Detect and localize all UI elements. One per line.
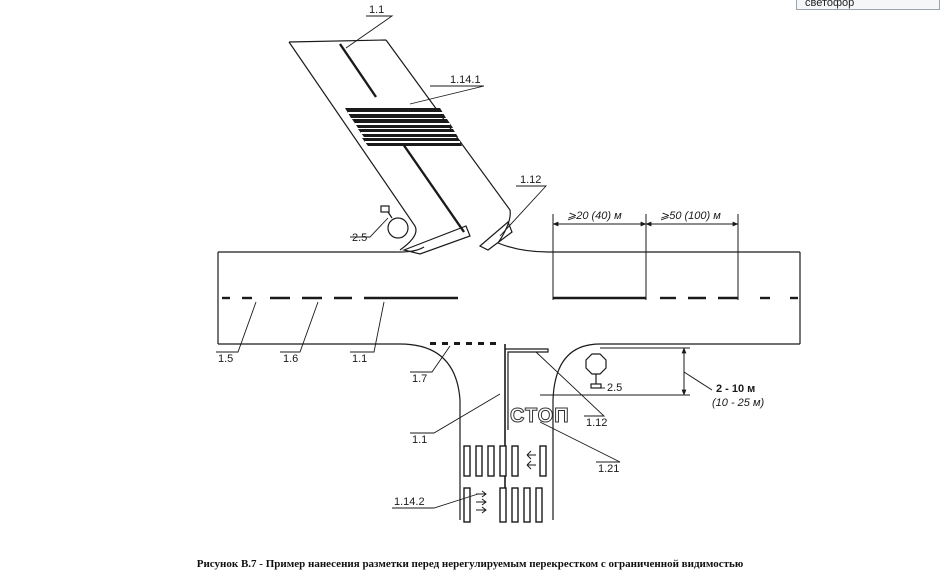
marking-1-21: [526, 450, 536, 470]
label-1-21: 1.21: [598, 463, 619, 475]
diagonal-road-left-edge: [288, 41, 417, 251]
main-road-top-edge-left: [218, 246, 425, 253]
leader-lines: [216, 15, 621, 509]
stop-sign-icon: [585, 353, 607, 389]
label-2-5-left: 2.5: [352, 232, 367, 244]
label-1-5: 1.5: [218, 353, 233, 365]
main-road-bottom-edge-left: [218, 343, 461, 520]
marking-1-7: [430, 342, 496, 345]
label-2-5-right: 2.5: [607, 382, 622, 394]
crosswalk-arrows-left: [476, 490, 487, 514]
popup-text: светофор: [805, 0, 855, 9]
dimension-near: ⩾20 (40) м: [567, 210, 622, 222]
crosswalk-1-14-2: [463, 445, 547, 523]
diagonal-center-1-1: [339, 43, 377, 98]
diagonal-center-lower: [402, 143, 465, 233]
label-1-6: 1.6: [283, 353, 298, 365]
dimension-lines: [540, 214, 739, 396]
diagonal-stop-line-right: [478, 220, 513, 251]
main-road-bottom-edge-right: [552, 343, 800, 520]
diagonal-road-top-cap: [288, 39, 387, 43]
label-1-14-1: 1.14.1: [450, 74, 481, 86]
dimension-far: ⩾50 (100) м: [660, 210, 721, 222]
give-way-sign-icon: [380, 205, 409, 239]
label-1-7: 1.7: [412, 373, 427, 385]
label-1-12-top: 1.12: [520, 174, 541, 186]
stop-line-1-12: [505, 348, 549, 430]
label-1-14-2: 1.14.2: [394, 496, 425, 508]
crosswalk-1-14-1-gaps: [348, 112, 460, 143]
label-1-12-low: 1.12: [586, 417, 607, 429]
figure-caption: Рисунок В.7 - Пример нанесения разметки …: [197, 558, 743, 570]
label-1-1-low: 1.1: [412, 434, 427, 446]
stop-road-text: СТОП: [510, 405, 570, 427]
label-1-1-mid: 1.1: [352, 353, 367, 365]
main-road: [217, 242, 801, 520]
diagonal-road: [288, 39, 513, 255]
main-road-top-edge-right: [497, 242, 800, 253]
label-1-1-top: 1.1: [369, 4, 384, 16]
dimension-stop-main: 2 - 10 м: [716, 383, 755, 395]
diagonal-stop-line: [402, 225, 471, 255]
dimension-stop-alt: (10 - 25 м): [712, 397, 765, 409]
